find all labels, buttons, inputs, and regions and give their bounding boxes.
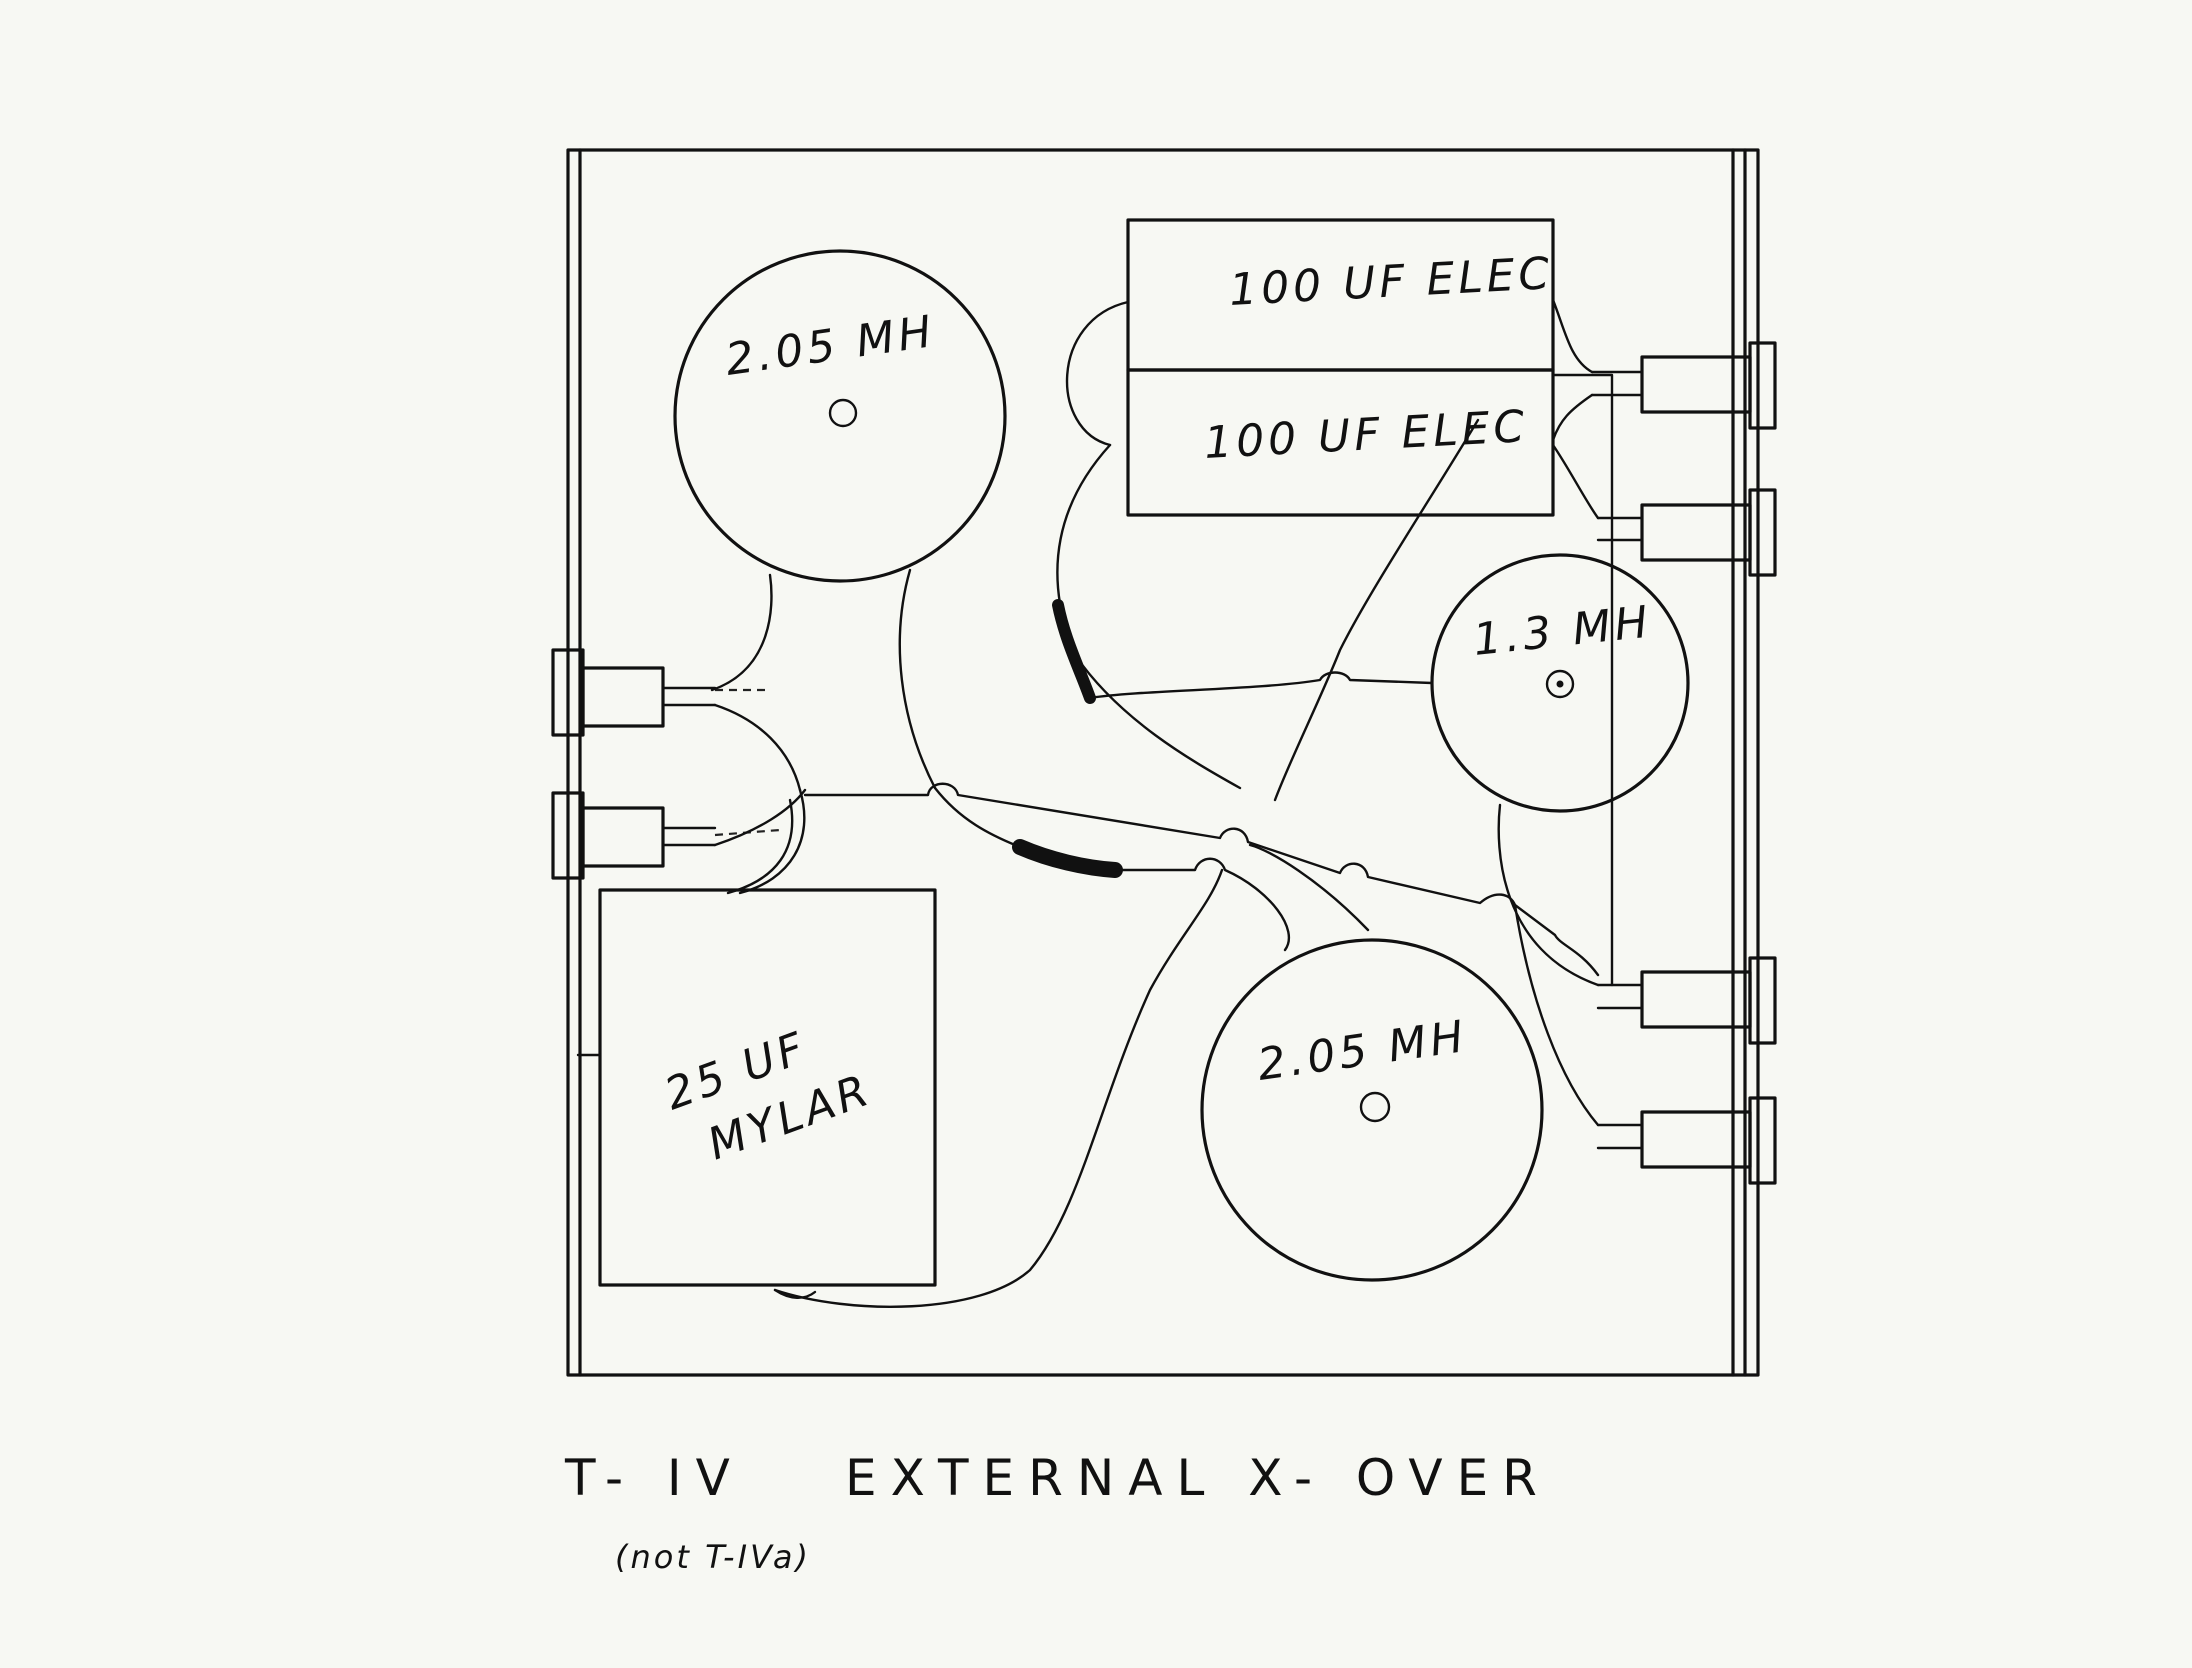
left-terminal-top <box>551 648 770 737</box>
left-terminal-bottom <box>551 791 781 880</box>
inductor-top-left <box>673 249 1007 583</box>
right-terminal-2 <box>1596 488 1777 577</box>
right-terminal-3 <box>1596 956 1777 1045</box>
inductor-right <box>1430 553 1690 813</box>
title-text: EXTERNAL X- OVER <box>845 1449 1551 1507</box>
right-terminal-1 <box>1590 341 1777 430</box>
inductor-bottom-right-label: 2.05 MH <box>1254 1011 1470 1091</box>
wiring <box>576 298 1614 1308</box>
title-note: (not T-IVa) <box>615 1538 811 1576</box>
capacitor-elec-top-label: 100 UF ELEC <box>1228 248 1555 316</box>
title-model: T- IV <box>564 1449 744 1507</box>
right-terminal-4 <box>1596 1096 1777 1185</box>
inductor-bottom-right <box>1200 938 1544 1282</box>
enclosure <box>566 148 1760 1377</box>
capacitor-mylar <box>598 888 937 1287</box>
inductor-right-label: 1.3 MH <box>1471 597 1654 666</box>
capacitor-elec-bottom-label: 100 UF ELEC <box>1203 401 1530 469</box>
inductor-top-left-label: 2.05 MH <box>722 306 938 386</box>
capacitor-elec-bottom <box>1126 368 1555 517</box>
